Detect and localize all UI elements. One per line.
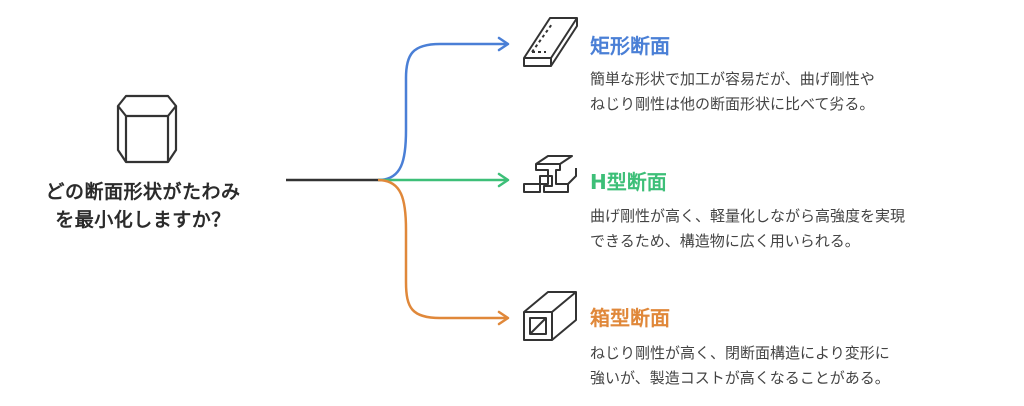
option-description-h-beam: 曲げ剛性が高く、軽量化しながら高強度を実現 できるため、構造物に広く用いられる。 [590,204,905,254]
option-title-h-beam: H型断面 [590,170,667,194]
option-title-box: 箱型断面 [590,306,670,330]
box-beam-icon [523,291,577,341]
question-line-1: どの断面形状がたわみ [45,181,241,203]
option-description-rectangular: 簡単な形状で加工が容易だが、曲げ剛性や ねじり剛性は他の断面形状に比べて劣る。 [590,67,875,117]
arrowhead-h-beam [497,172,510,188]
description-line: ねじり剛性が高く、閉断面構造により変形に [590,344,890,362]
description-line: ねじり剛性は他の断面形状に比べて劣る。 [590,95,875,113]
option-description-box: ねじり剛性が高く、閉断面構造により変形に 強いが、製造コストが高くなることがある… [590,341,890,391]
description-line: できるため、構造物に広く用いられる。 [590,232,860,250]
h-beam-icon [523,155,577,193]
question-line-2: を最小化しますか？ [55,209,231,231]
hexagonal-prism-icon [116,94,178,164]
arrowhead-box [497,310,510,326]
description-line: 強いが、製造コストが高くなることがある。 [590,369,890,387]
description-line: 簡単な形状で加工が容易だが、曲げ剛性や [590,70,875,88]
description-line: 曲げ剛性が高く、軽量化しながら高強度を実現 [590,207,906,225]
rectangular-beam-icon [523,17,578,67]
branch-connector-rectangular [377,42,506,182]
branch-connector-box [377,178,506,320]
question-text: どの断面形状がたわみ を最小化しますか？ [0,178,286,234]
arrowhead-rectangular [497,36,510,52]
option-title-rectangular: 矩形断面 [590,34,670,58]
